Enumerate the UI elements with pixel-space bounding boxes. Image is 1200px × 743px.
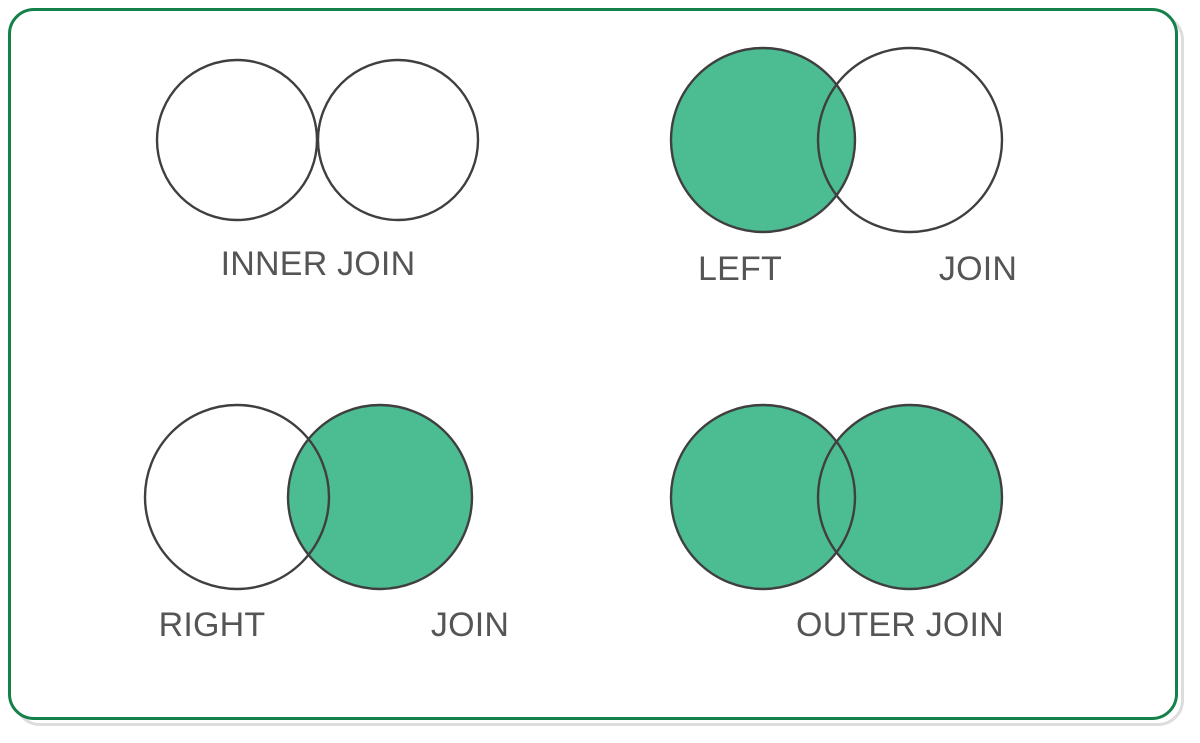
right-join-right-circle-outline (286, 403, 474, 591)
venn-panel-outer-join (669, 402, 1030, 602)
right-join-left-circle-fill (145, 405, 329, 589)
label-inner-join: INNER JOIN (220, 245, 416, 283)
outer-join-venn-svg (669, 403, 1004, 591)
label-left-join-word-left: LEFT (698, 250, 782, 288)
outer-join-right-circle-fill (818, 405, 1002, 589)
right-join-right-circle-fill (288, 405, 472, 589)
venn-panel-right-join (143, 402, 505, 602)
right-join-venn-svg (143, 403, 474, 591)
label-right-join-word-join: JOIN (430, 606, 510, 644)
left-join-left-circle-fill (671, 48, 855, 232)
inner-join-left-circle-fill (157, 60, 317, 220)
venn-panel-inner-join (140, 45, 500, 245)
left-join-venn-svg (669, 46, 1004, 234)
inner-join-right-circle-outline (316, 58, 480, 222)
left-join-right-circle-outline (816, 46, 1004, 234)
inner-join-venn-svg (155, 58, 480, 222)
right-join-left-circle-outline (143, 403, 331, 591)
left-join-left-circle-outline (669, 46, 857, 234)
outer-join-left-circle-outline (669, 403, 857, 591)
outer-join-right-circle-outline (816, 403, 1004, 591)
label-left-join-word-join: JOIN (938, 250, 1018, 288)
outer-join-left-circle-fill (671, 405, 855, 589)
label-right-join-word-right: RIGHT (158, 606, 266, 644)
inner-join-right-circle-fill (318, 60, 478, 220)
venn-panel-left-join (669, 45, 1030, 245)
label-outer-join: OUTER JOIN (796, 606, 1004, 644)
